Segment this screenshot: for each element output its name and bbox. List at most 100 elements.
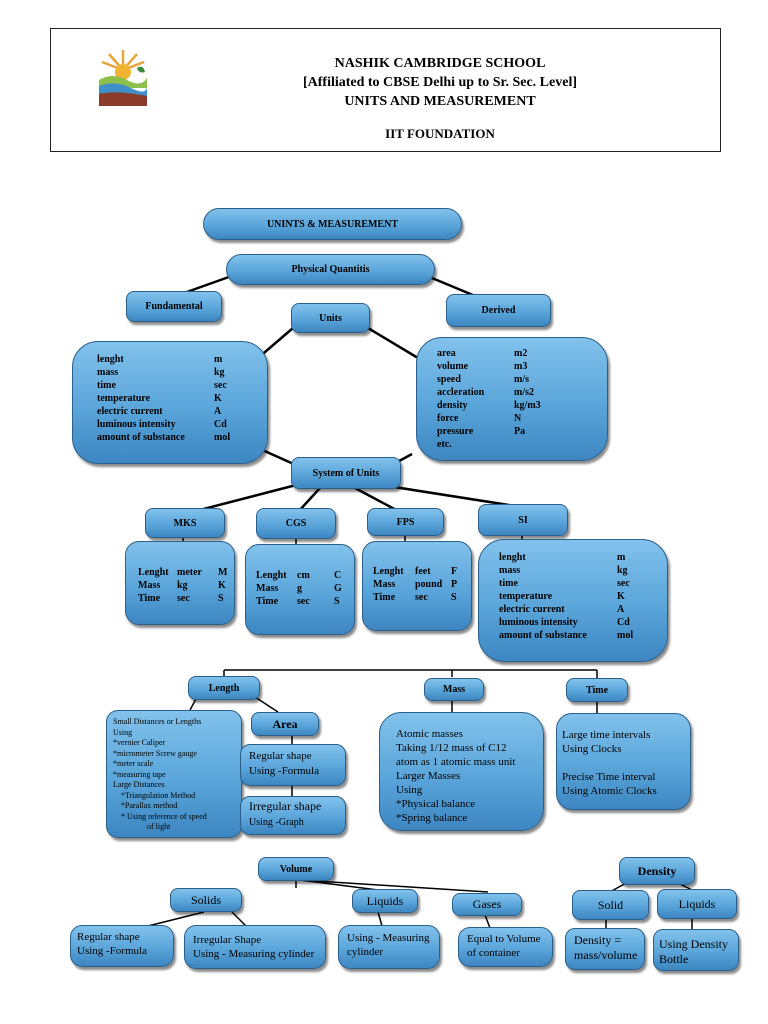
mks-unit: kg	[177, 580, 188, 591]
area-regular-line: Regular shape	[249, 750, 312, 762]
mks-quantity: Time	[138, 593, 161, 604]
mass-line: atom as 1 atomic mass unit	[396, 756, 516, 768]
cgs-unit: g	[297, 583, 302, 594]
mass-methods-box: Atomic masses Taking 1/12 mass of C12 at…	[379, 712, 544, 831]
fu-unit: m	[214, 354, 223, 365]
si-quantity: amount of substance	[499, 630, 587, 641]
length-methods-box: Small Distances or Lengths Using *vernie…	[106, 710, 242, 838]
du-quantity: accleration	[437, 387, 485, 398]
area-irregular-line: Irregular shape	[249, 799, 322, 813]
fps-unit: pound	[415, 579, 443, 590]
mass-node: Mass	[424, 678, 484, 701]
volume-liquids-line: Using - Measuring	[347, 932, 430, 944]
mks-symbol: S	[218, 593, 224, 604]
gases-node: Gases	[452, 893, 522, 916]
cgs-quantity: Lenght	[256, 570, 287, 581]
si-quantity: lenght	[499, 552, 526, 563]
mass-line: Taking 1/12 mass of C12	[396, 742, 507, 754]
du-unit: kg/m3	[514, 400, 541, 411]
length-line: Large Distances	[113, 780, 165, 789]
density-node: Density	[619, 857, 695, 885]
si-unit: kg	[617, 565, 628, 576]
density-solid-line: mass/volume	[574, 948, 638, 962]
cgs-quantity: Time	[256, 596, 279, 607]
mass-line: Atomic masses	[396, 728, 463, 740]
fu-quantity: lenght	[97, 354, 124, 365]
cgs-unit: cm	[297, 570, 310, 581]
school-affiliation: [Affiliated to CBSE Delhi up to Sr. Sec.…	[302, 75, 578, 90]
fu-quantity: mass	[97, 367, 119, 378]
fu-quantity: electric current	[97, 406, 163, 417]
cgs-symbol: S	[334, 596, 340, 607]
length-line: *Triangulation Method	[121, 790, 196, 800]
du-unit: m/s	[514, 374, 529, 385]
mass-line: *Spring balance	[396, 812, 468, 824]
volume-gases-line: Equal to Volume	[467, 933, 541, 945]
volume-gases-box: Equal to Volume of container	[458, 927, 553, 967]
area-irregular-line: Using -Graph	[249, 817, 304, 828]
length-line: *meter scale	[113, 759, 154, 768]
volume-regular-box: Regular shape Using -Formula	[70, 925, 174, 967]
mks-symbol: K	[218, 580, 226, 591]
volume-node: Volume	[258, 857, 334, 881]
solids-node: Solids	[170, 888, 242, 912]
physical-quantities-node: Physical Quantitis	[226, 254, 435, 285]
density-liquid-line: Bottle	[659, 952, 689, 966]
volume-irregular-line: Using - Measuring cylinder	[193, 948, 315, 960]
mks-unit: meter	[177, 567, 202, 578]
school-name: NASHIK CAMBRIDGE SCHOOL	[334, 56, 546, 71]
fundamental-node: Fundamental	[126, 291, 222, 322]
time-line: Using Clocks	[562, 743, 622, 755]
si-node: SI	[478, 504, 568, 536]
mks-node: MKS	[145, 508, 225, 538]
fps-symbol: P	[451, 579, 458, 590]
fu-unit: K	[214, 393, 222, 404]
si-quantity: electric current	[499, 604, 565, 615]
mks-quantity: Mass	[138, 580, 161, 591]
fu-quantity: temperature	[97, 393, 151, 404]
du-unit: m3	[514, 361, 528, 372]
area-irregular-box: Irregular shape Using -Graph	[240, 796, 346, 835]
cgs-node: CGS	[256, 508, 336, 539]
si-unit: Cd	[617, 617, 630, 628]
mass-line: Using	[396, 784, 423, 796]
fu-quantity: luminous intensity	[97, 419, 176, 430]
mass-line: *Physical balance	[396, 798, 476, 810]
fu-quantity: amount of substance	[97, 432, 185, 443]
fps-unit: sec	[415, 592, 428, 603]
time-line: Using Atomic Clocks	[562, 785, 657, 797]
length-line: *vernier Caliper	[113, 738, 166, 747]
du-unit: Pa	[514, 426, 526, 437]
du-quantity: etc.	[437, 439, 452, 450]
fu-quantity: time	[97, 380, 116, 391]
cgs-symbol: C	[334, 570, 342, 581]
density-solid-box: Density = mass/volume	[565, 928, 645, 970]
time-line: Large time intervals	[562, 729, 651, 741]
length-node: Length	[188, 676, 260, 700]
du-quantity: speed	[437, 374, 461, 385]
fps-quantity: Lenght	[373, 566, 404, 577]
du-unit: m/s2	[514, 387, 534, 398]
si-unit: A	[617, 604, 625, 615]
si-unit: sec	[617, 578, 630, 589]
cgs-quantity: Mass	[256, 583, 279, 594]
length-line: of light	[147, 822, 171, 831]
mks-symbol: M	[218, 567, 228, 578]
school-logo-icon	[99, 48, 147, 106]
du-quantity: force	[437, 413, 459, 424]
fu-unit: mol	[214, 432, 231, 443]
length-line: *measuring tape	[113, 769, 166, 779]
fu-unit: sec	[214, 380, 227, 391]
title-node: UNINTS & MEASUREMENT	[203, 208, 462, 240]
fps-unit: feet	[415, 566, 431, 577]
cgs-unit: sec	[297, 596, 310, 607]
si-quantity: mass	[499, 565, 521, 576]
volume-gases-line: of container	[467, 947, 520, 959]
area-node: Area	[251, 712, 319, 736]
fps-symbol: F	[451, 566, 458, 577]
fu-unit: A	[214, 406, 222, 417]
length-line: Using	[113, 727, 133, 737]
